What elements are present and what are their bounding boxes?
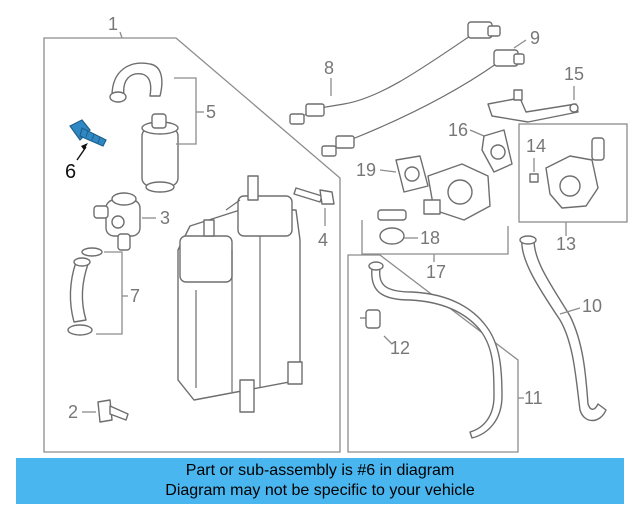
part-11-pipe (368, 261, 503, 439)
callout-2[interactable]: 2 (68, 402, 78, 422)
part-3-valve (93, 192, 141, 251)
part-8-sensor (289, 21, 501, 125)
part-1-canister (177, 175, 303, 413)
banner-line-2: Diagram may not be specific to your vehi… (165, 482, 475, 499)
callout-17[interactable]: 17 (426, 262, 446, 282)
callout-1[interactable]: 1 (108, 14, 118, 34)
part-7-hose (67, 247, 103, 336)
group-panel-valve (518, 123, 628, 223)
callout-4[interactable]: 4 (318, 230, 328, 250)
group-panel-main (43, 37, 341, 453)
part-5-hose (109, 62, 163, 103)
part-6-screw[interactable] (69, 119, 107, 147)
part-12-sensor (360, 309, 381, 329)
part-18-clamp (377, 209, 407, 245)
part-16-plate (481, 129, 513, 173)
callout-5[interactable]: 5 (206, 102, 216, 122)
callout-6[interactable]: 6 (65, 161, 76, 183)
callout-10[interactable]: 10 (582, 296, 602, 316)
part-2-bolt (97, 399, 129, 423)
callout-19[interactable]: 19 (356, 160, 376, 180)
callout-12[interactable]: 12 (390, 338, 410, 358)
part-13-valve (529, 137, 605, 209)
callout-15[interactable]: 15 (564, 64, 584, 84)
callout-7[interactable]: 7 (130, 286, 140, 306)
banner-line-1: Part or sub-assembly is #6 in diagram (185, 462, 455, 479)
callout-14[interactable]: 14 (526, 136, 546, 156)
part-17-egr (423, 163, 491, 221)
callout-16[interactable]: 16 (448, 120, 468, 140)
info-banner: Part or sub-assembly is #6 in diagram Di… (16, 458, 624, 504)
callout-18[interactable]: 18 (420, 228, 440, 248)
parts-diagram: 1 5 6 3 7 (43, 14, 628, 453)
part-9-sensor (321, 49, 525, 157)
callout-9[interactable]: 9 (530, 28, 540, 48)
group-panel-hoses (347, 254, 519, 453)
callout-11[interactable]: 11 (524, 388, 543, 408)
part-19-gasket (395, 155, 429, 193)
part-10-hose (519, 235, 607, 422)
callout-3[interactable]: 3 (160, 208, 170, 228)
part-15-bracket (487, 89, 579, 123)
part-4-screw (293, 187, 335, 205)
callout-8[interactable]: 8 (324, 58, 334, 78)
part-5-filter (141, 113, 179, 193)
callout-13[interactable]: 13 (556, 234, 576, 254)
